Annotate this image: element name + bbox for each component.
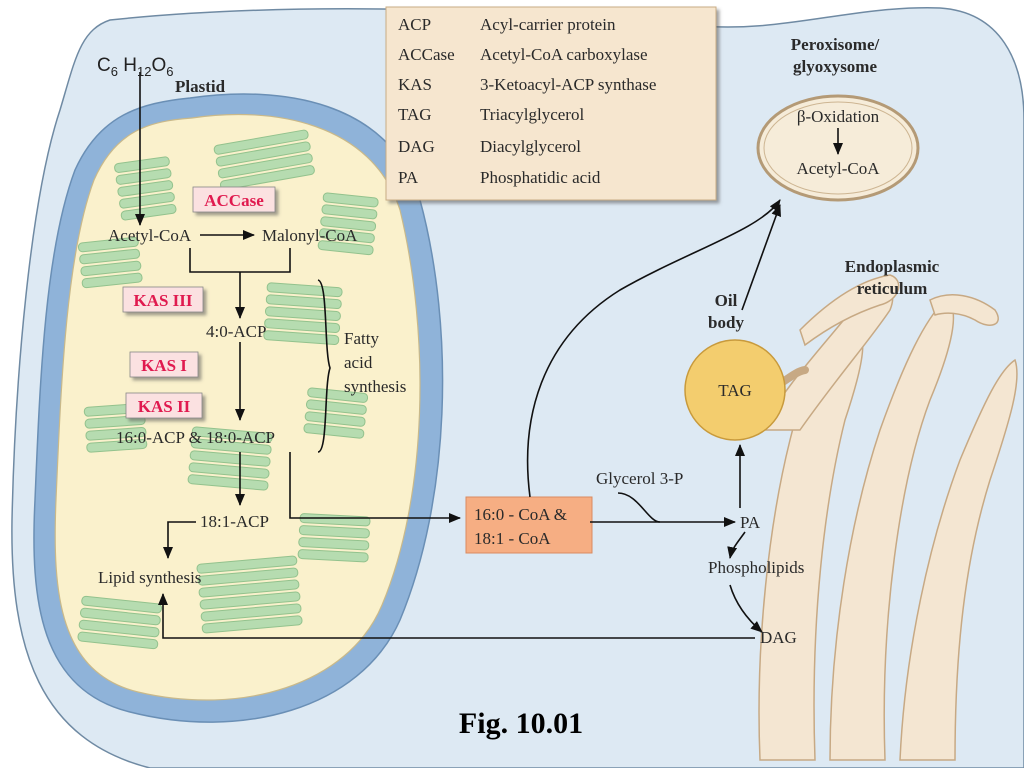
legend-abbr: ACP bbox=[398, 15, 431, 34]
glucose-formula: C6 H12O6 bbox=[97, 55, 173, 79]
phospholipids-label: Phospholipids bbox=[708, 558, 804, 577]
peroxisome-label: Peroxisome/ bbox=[791, 35, 880, 54]
acp-4-0-label: 4:0-ACP bbox=[206, 322, 266, 341]
enzyme-labels: ACCase KAS III KAS I KAS II bbox=[122, 186, 276, 419]
coa-box bbox=[465, 496, 593, 554]
acp-18-1-label: 18:1-ACP bbox=[200, 512, 269, 531]
enzyme-accase: ACCase bbox=[204, 191, 264, 210]
er-label: Endoplasmic bbox=[845, 257, 940, 276]
tag-label: TAG bbox=[718, 381, 752, 400]
fatty-acid-synthesis-label: Fatty bbox=[344, 329, 379, 348]
beta-oxidation-label: β-Oxidation bbox=[797, 107, 880, 126]
pathway-arrows bbox=[135, 72, 843, 639]
legend-abbr: DAG bbox=[398, 137, 435, 156]
oil-body-label: Oil bbox=[715, 291, 738, 310]
dag-label: DAG bbox=[760, 628, 797, 647]
pa-label: PA bbox=[740, 513, 761, 532]
legend-abbr: PA bbox=[398, 168, 419, 187]
legend-full: 3-Ketoacyl-ACP synthase bbox=[480, 75, 656, 94]
abbreviation-legend: ACP Acyl-carrier protein ACCase Acetyl-C… bbox=[385, 6, 717, 201]
oil-body bbox=[684, 339, 809, 441]
oil-body-label: body bbox=[708, 313, 744, 332]
enzyme-kas2: KAS II bbox=[138, 397, 191, 416]
peroxisome-label: glyoxysome bbox=[793, 57, 878, 76]
acp-16-18-label: 16:0-ACP & 18:0-ACP bbox=[116, 428, 275, 447]
legend-full: Acyl-carrier protein bbox=[480, 15, 616, 34]
malonyl-coa-label: Malonyl-CoA bbox=[262, 226, 358, 245]
endoplasmic-reticulum bbox=[758, 274, 1018, 761]
thylakoids bbox=[77, 129, 379, 650]
legend-full: Phosphatidic acid bbox=[480, 168, 601, 187]
figure-caption: Fig. 10.01 bbox=[459, 707, 583, 740]
acetyl-coa-label: Acetyl-CoA bbox=[108, 226, 192, 245]
legend-abbr: ACCase bbox=[398, 45, 455, 64]
lipid-synthesis-label: Lipid synthesis bbox=[98, 568, 201, 587]
glycerol-3p-label: Glycerol 3-P bbox=[596, 469, 683, 488]
legend-abbr: KAS bbox=[398, 75, 432, 94]
coa-label: 16:0 - CoA & bbox=[474, 505, 567, 524]
enzyme-kas3: KAS III bbox=[133, 291, 192, 310]
plastid-label: Plastid bbox=[175, 77, 226, 96]
er-label: reticulum bbox=[857, 279, 928, 298]
fatty-acid-synthesis-label: acid bbox=[344, 353, 373, 372]
legend-full: Acetyl-CoA carboxylase bbox=[480, 45, 648, 64]
fatty-acid-synthesis-label: synthesis bbox=[344, 377, 406, 396]
legend-abbr: TAG bbox=[398, 105, 432, 124]
perox-acetyl-coa-label: Acetyl-CoA bbox=[796, 159, 880, 178]
legend-full: Diacylglycerol bbox=[480, 137, 581, 156]
coa-label: 18:1 - CoA bbox=[474, 529, 551, 548]
enzyme-kas1: KAS I bbox=[141, 356, 187, 375]
legend-full: Triacylglycerol bbox=[480, 105, 584, 124]
